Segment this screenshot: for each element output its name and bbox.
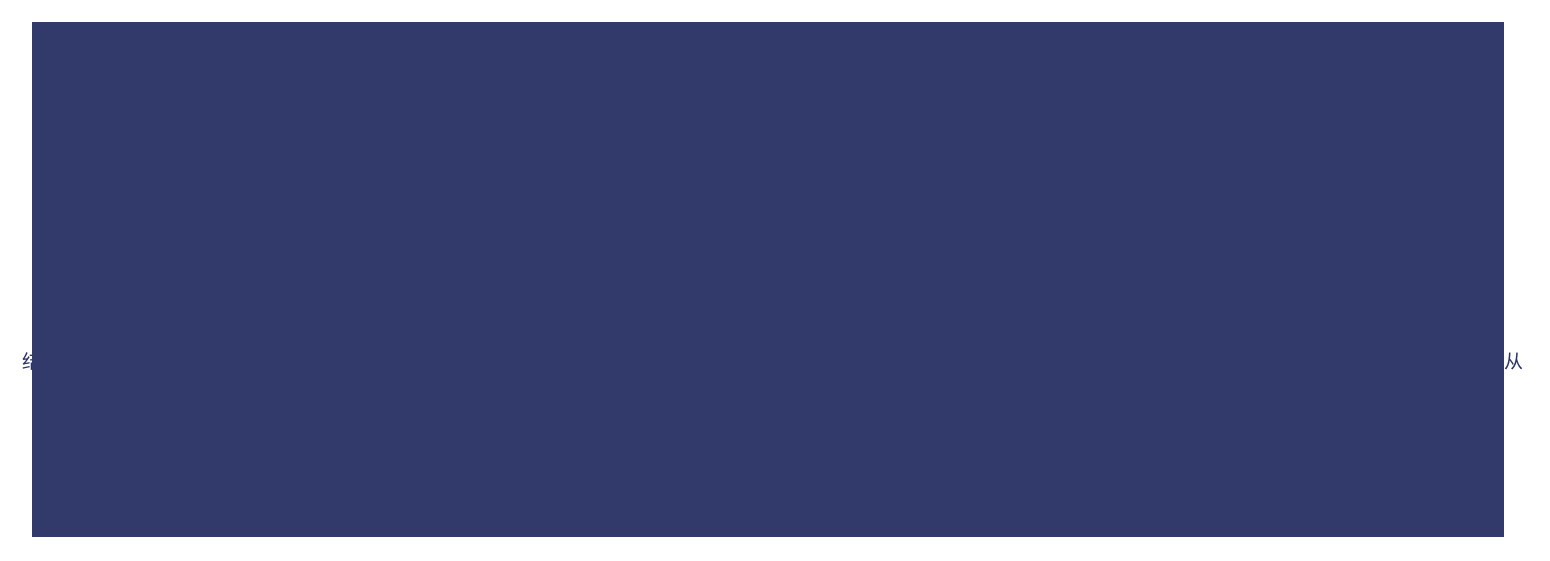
overlay-panel bbox=[32, 22, 1504, 537]
text-fragment-right: 从 bbox=[1504, 351, 1524, 373]
